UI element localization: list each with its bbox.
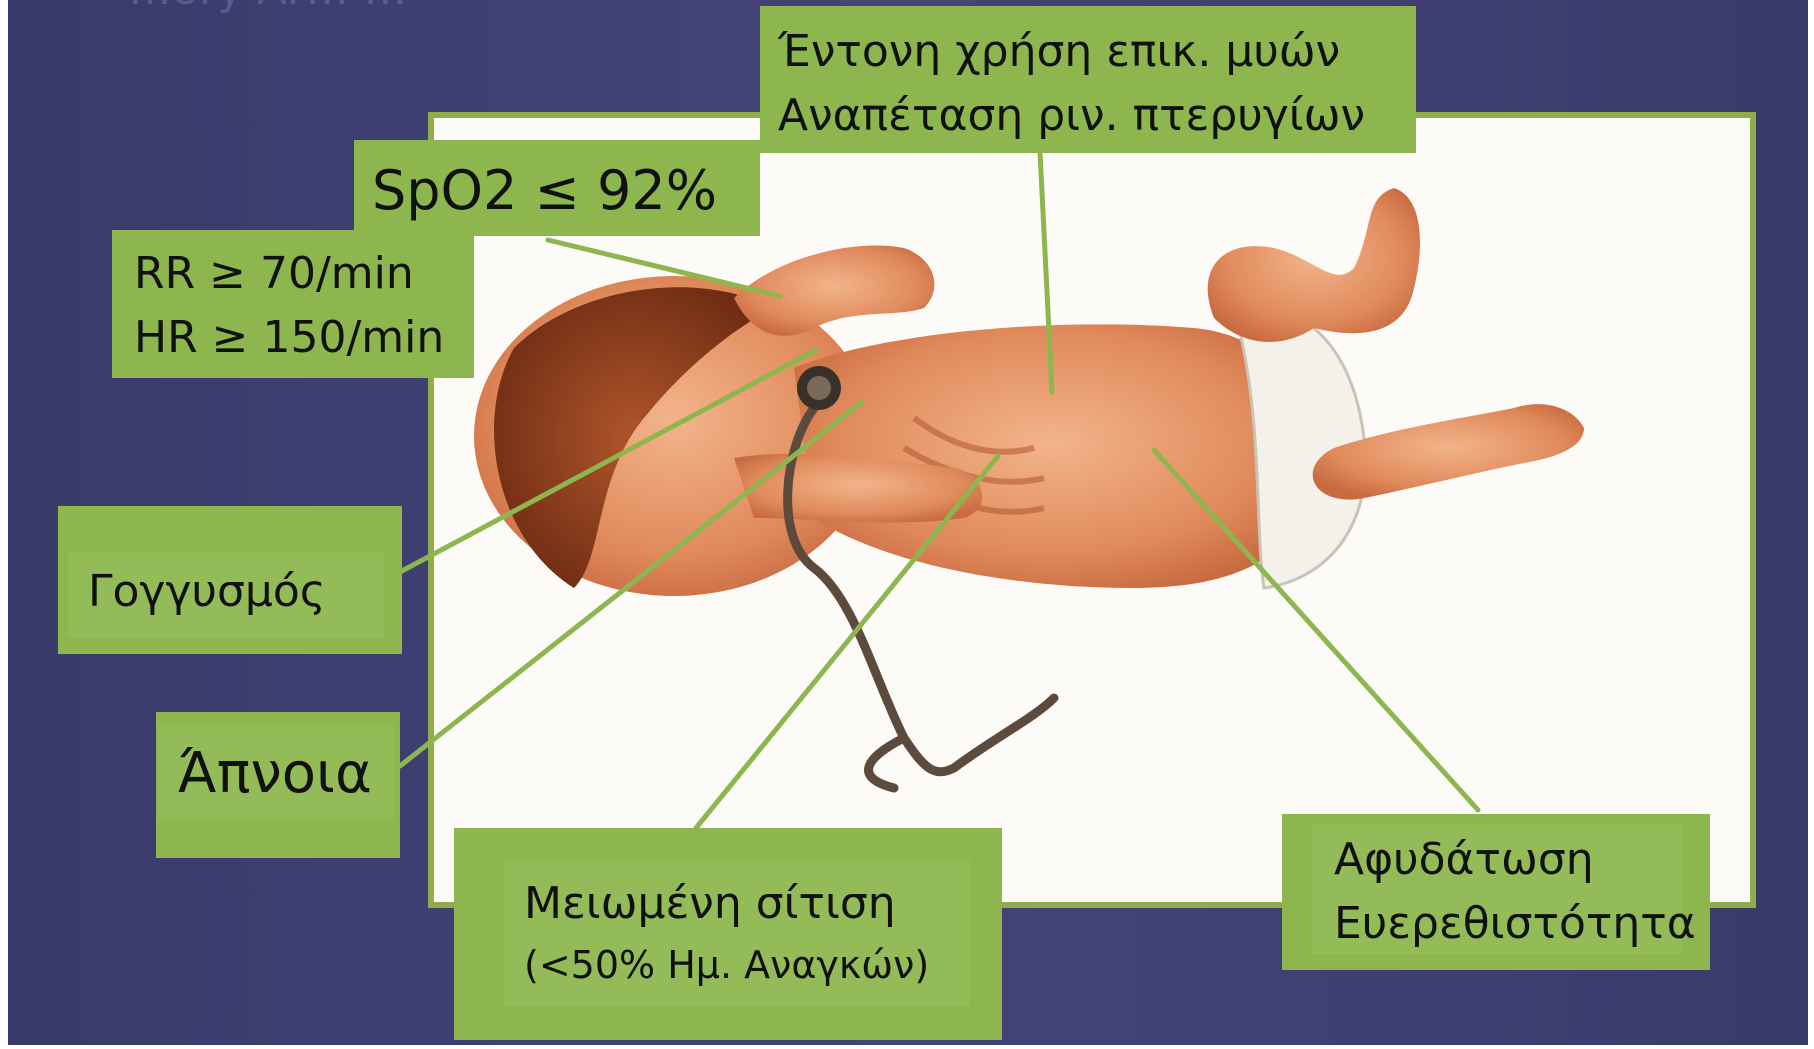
- label-vitals-rr: RR ≥ 70/min: [134, 252, 414, 296]
- infant-arm-raised: [734, 245, 934, 335]
- label-vitals-hr: HR ≥ 150/min: [134, 316, 444, 360]
- label-muscle-use-line1: Έντονη χρήση επικ. μυών: [778, 30, 1340, 74]
- infant-leg-raised: [1208, 188, 1420, 342]
- label-feeding-line2: (<50% Ημ. Αναγκών): [524, 946, 929, 984]
- label-dehydration-line1: Αφυδάτωση: [1334, 838, 1594, 882]
- infant-torso: [794, 324, 1306, 588]
- label-spo2-text: SpO2 ≤ 92%: [372, 164, 717, 218]
- label-dehydration-line2: Ευερεθιστότητα: [1334, 902, 1696, 946]
- label-spo2: SpO2 ≤ 92%: [354, 140, 760, 236]
- label-muscle-use-line2: Αναπέταση ριν. πτερυγίων: [778, 94, 1365, 138]
- slide-title-fragment: …ory Ar… …: [128, 0, 407, 15]
- label-dehydration: Αφυδάτωση Ευερεθιστότητα: [1282, 814, 1710, 970]
- label-apnea: Άπνοια: [156, 712, 400, 858]
- label-apnea-text: Άπνοια: [178, 746, 372, 802]
- label-feeding-line1: Μειωμένη σίτιση: [524, 882, 896, 926]
- label-grunting-text: Γογγυσμός: [88, 570, 326, 614]
- label-muscle-use: Έντονη χρήση επικ. μυών Αναπέταση ριν. π…: [760, 6, 1416, 153]
- label-grunting: Γογγυσμός: [58, 506, 402, 654]
- label-vitals: RR ≥ 70/min HR ≥ 150/min: [112, 230, 474, 378]
- label-feeding: Μειωμένη σίτιση (<50% Ημ. Αναγκών): [454, 828, 1002, 1040]
